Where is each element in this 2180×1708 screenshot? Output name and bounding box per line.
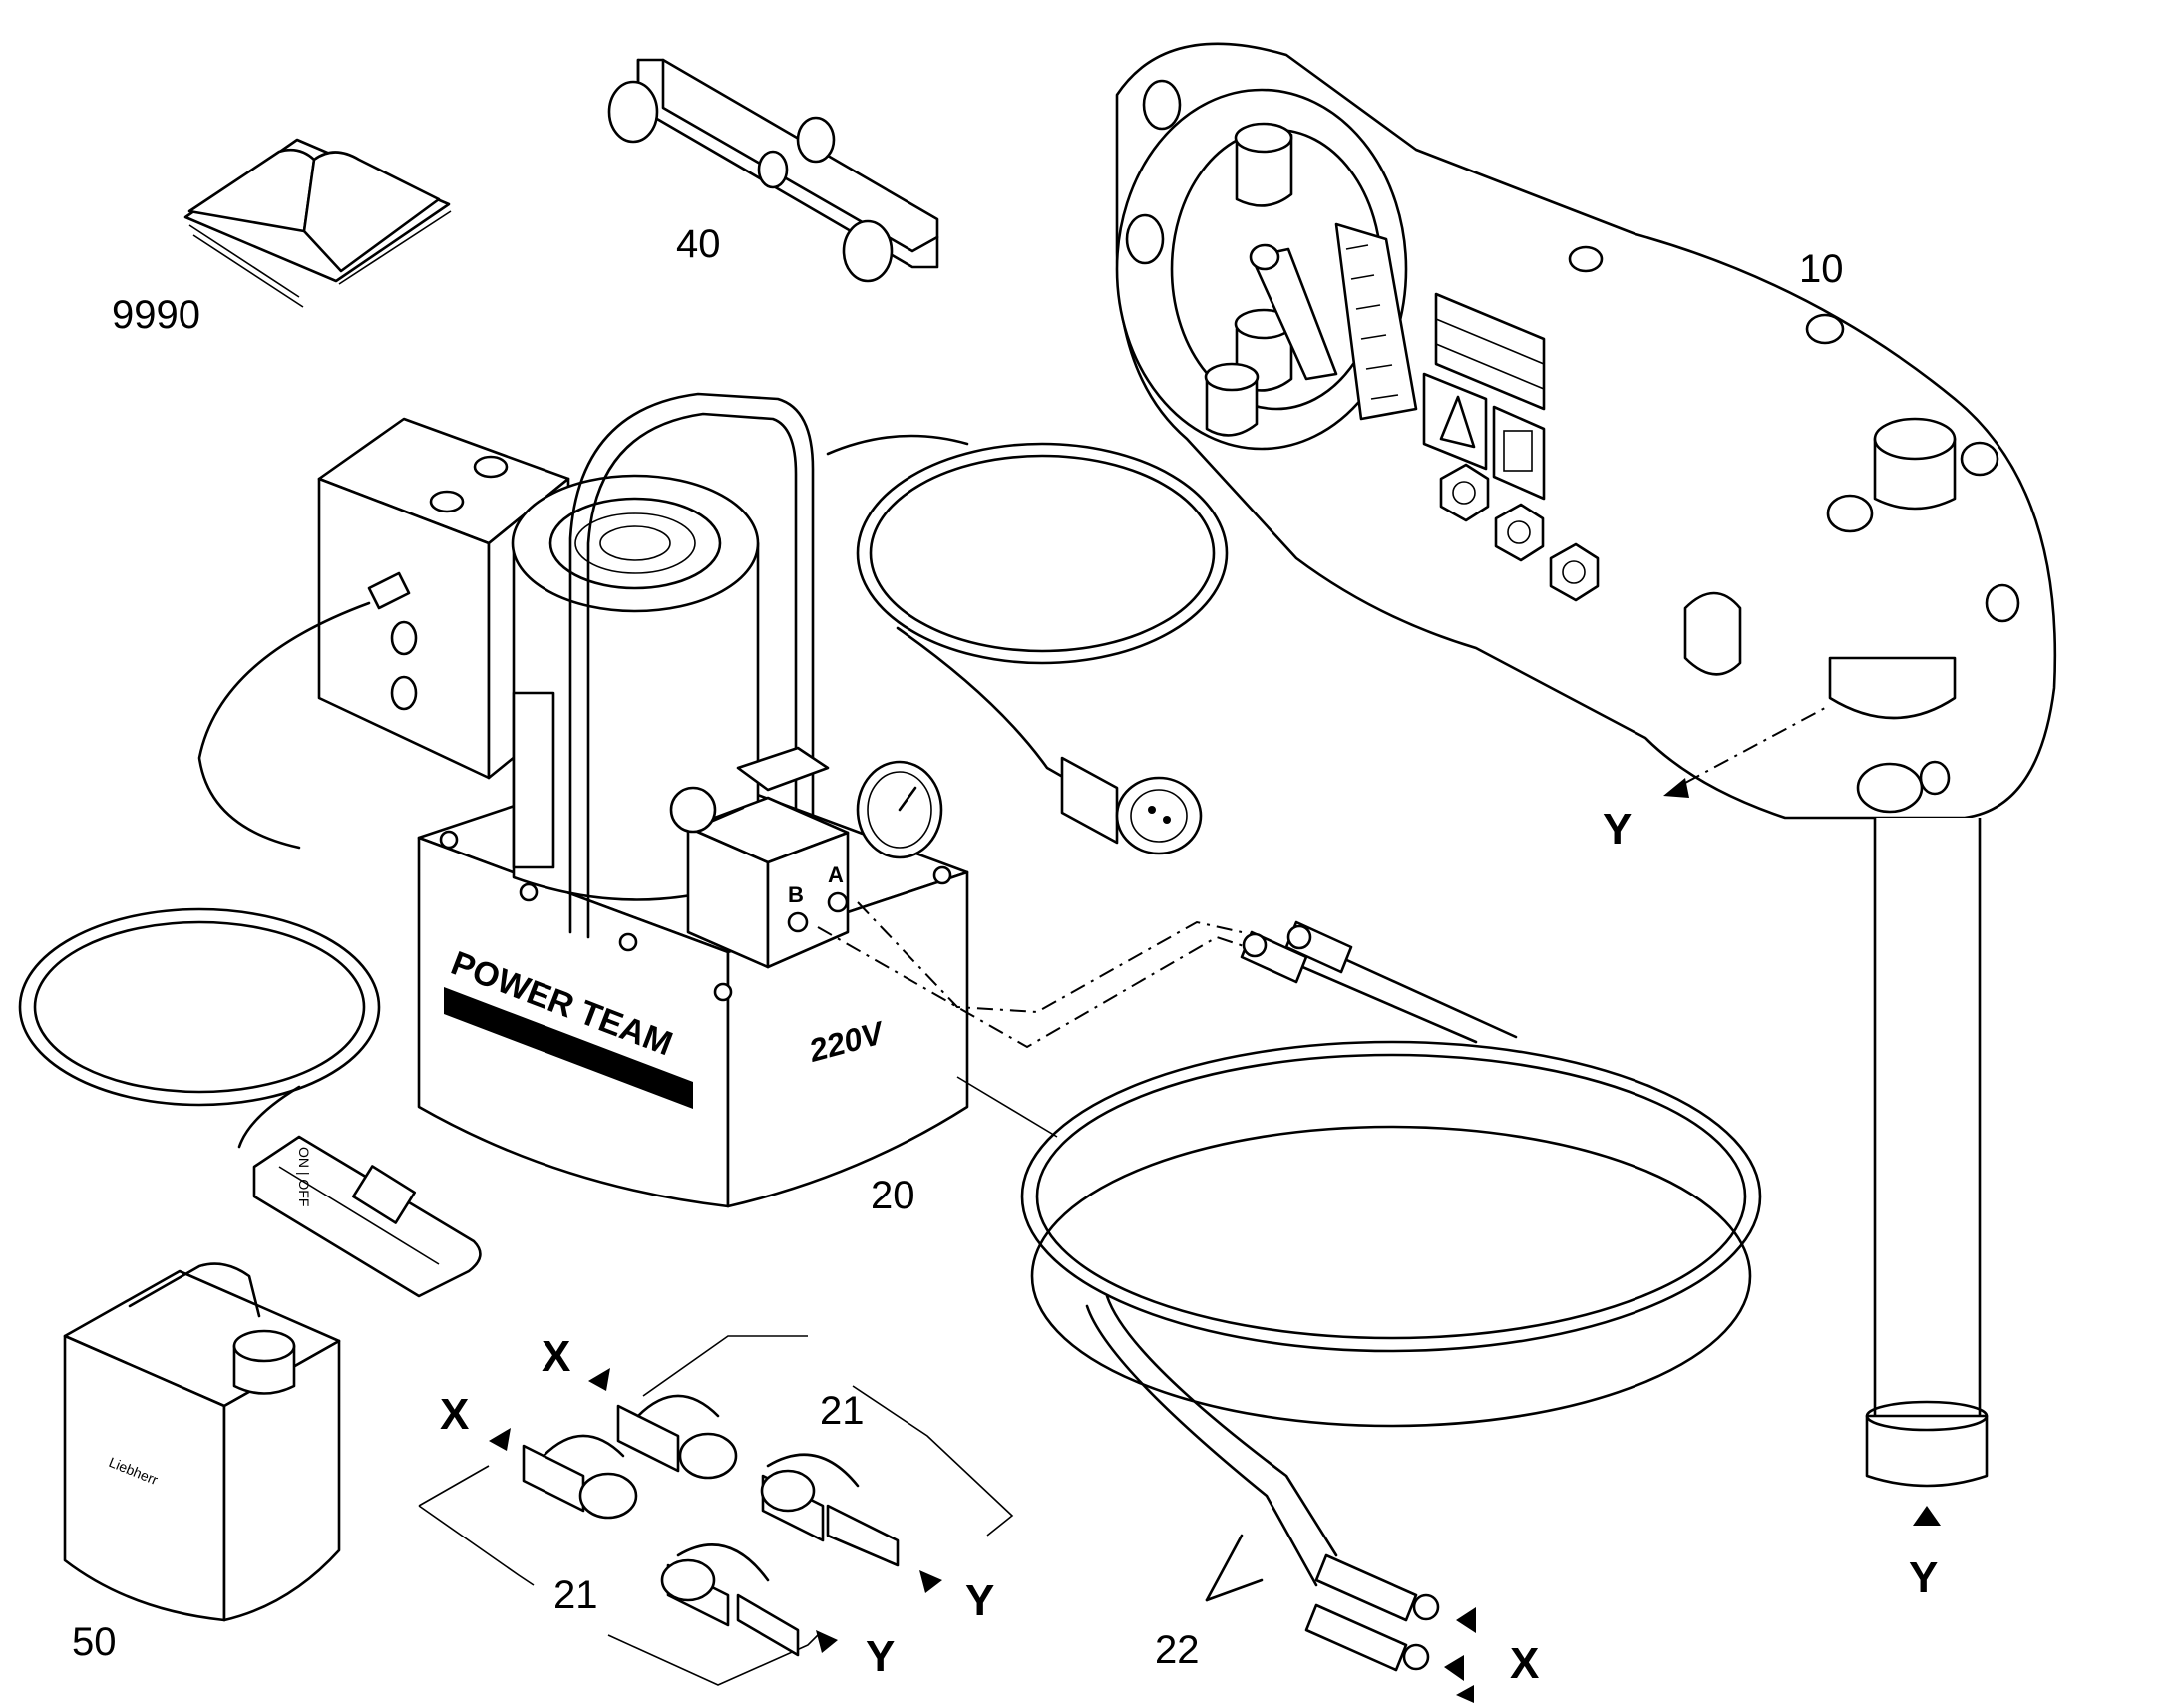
- marker-y-wrench: Y: [1603, 805, 1632, 854]
- part-number-50: 50: [72, 1620, 117, 1664]
- marker-x-hose: X: [1510, 1639, 1539, 1688]
- part-number-21-top: 21: [820, 1389, 865, 1433]
- part-number-10: 10: [1799, 247, 1844, 291]
- manual-illustration: [183, 138, 452, 308]
- port-a-label: A: [828, 862, 844, 887]
- port-b-label: B: [788, 882, 804, 907]
- marker-x-coupling-top: X: [542, 1332, 570, 1381]
- part-number-20: 20: [871, 1174, 915, 1217]
- svg-text:ON | OFF: ON | OFF: [296, 1147, 312, 1206]
- hoses-illustration: [1020, 920, 1762, 1703]
- part-number-21-bottom: 21: [553, 1573, 598, 1617]
- part-number-40: 40: [676, 222, 721, 266]
- canister-illustration: Liebherr: [63, 1262, 341, 1622]
- torque-wrench-illustration: [1115, 42, 2057, 1526]
- marker-y-coupling-bottom: Y: [866, 1632, 895, 1681]
- pump-unit-illustration: ON | OFF POWER TEAM 220V B: [18, 392, 1263, 1298]
- bar-tool-illustration: [607, 58, 939, 283]
- part-number-22: 22: [1155, 1628, 1200, 1672]
- marker-y-coupling-right: Y: [965, 1576, 994, 1625]
- couplings-illustration: [418, 1335, 1014, 1686]
- marker-x-coupling-left: X: [440, 1390, 469, 1439]
- part-number-9990: 9990: [112, 293, 200, 337]
- marker-y-bar: Y: [1909, 1553, 1938, 1602]
